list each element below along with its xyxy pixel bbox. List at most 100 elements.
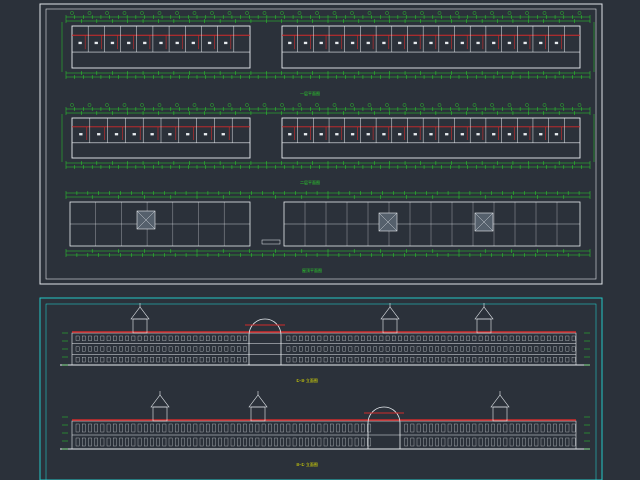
- window: [106, 335, 111, 341]
- window: [193, 346, 198, 352]
- window: [472, 437, 477, 447]
- grid-bubble: [525, 11, 529, 15]
- window: [286, 335, 291, 341]
- window: [199, 423, 204, 433]
- window: [237, 335, 241, 341]
- window: [398, 335, 402, 341]
- grid-bubble: [472, 103, 477, 107]
- grid-bubble: [402, 11, 407, 15]
- window: [82, 335, 86, 341]
- window: [447, 357, 452, 363]
- window: [503, 335, 508, 341]
- window: [224, 335, 229, 341]
- window: [311, 346, 315, 352]
- room-label: [554, 133, 559, 136]
- room-label: [382, 133, 386, 136]
- tower-spire: [474, 306, 494, 320]
- grid-bubble: [507, 103, 512, 107]
- window: [317, 437, 322, 447]
- window: [392, 357, 396, 363]
- window: [342, 335, 346, 341]
- window: [100, 437, 105, 447]
- window: [94, 437, 98, 447]
- window: [94, 335, 98, 341]
- window: [410, 335, 415, 341]
- rear-elevation: [60, 391, 590, 450]
- window: [472, 335, 477, 341]
- window: [323, 423, 328, 433]
- room-label: [224, 41, 228, 45]
- window: [423, 437, 427, 447]
- window: [429, 346, 433, 352]
- gate-roof: [261, 239, 281, 245]
- window: [553, 357, 557, 363]
- window: [237, 423, 241, 433]
- window: [119, 335, 123, 341]
- window: [423, 423, 427, 433]
- window: [336, 423, 340, 433]
- window: [416, 357, 421, 363]
- window: [416, 335, 421, 341]
- window: [212, 437, 216, 447]
- window: [404, 346, 408, 352]
- window: [230, 357, 235, 363]
- room-label: [203, 133, 208, 136]
- window: [385, 357, 390, 363]
- window: [181, 335, 185, 341]
- window: [516, 346, 520, 352]
- window: [311, 357, 315, 363]
- window: [317, 357, 322, 363]
- window: [460, 357, 464, 363]
- window: [88, 357, 92, 363]
- window: [336, 357, 340, 363]
- grid-bubble: [262, 103, 267, 107]
- window: [175, 335, 179, 341]
- window: [528, 437, 532, 447]
- room-label: [539, 41, 543, 45]
- room-label: [126, 41, 131, 45]
- window: [404, 335, 408, 341]
- window: [330, 357, 334, 363]
- window: [82, 423, 86, 433]
- window: [540, 346, 545, 352]
- tower-spire: [490, 394, 510, 408]
- roof-plan-caption: 屋顶平面图: [302, 267, 322, 273]
- grid-bubble: [157, 103, 162, 107]
- window: [547, 346, 551, 352]
- window: [528, 357, 532, 363]
- window: [559, 335, 563, 341]
- grid-bubble: [455, 11, 459, 15]
- grid-bubble: [87, 103, 92, 107]
- window: [150, 357, 154, 363]
- window: [82, 346, 86, 352]
- room-label: [143, 41, 147, 45]
- window: [113, 423, 117, 433]
- room-label: [460, 41, 465, 45]
- window: [305, 335, 309, 341]
- window: [416, 346, 421, 352]
- window: [113, 437, 117, 447]
- grid-bubble: [245, 103, 249, 107]
- window: [540, 335, 545, 341]
- window: [491, 423, 495, 433]
- grid-bubble: [262, 11, 267, 15]
- window: [181, 357, 185, 363]
- window: [218, 335, 222, 341]
- grid-bubble: [175, 103, 179, 107]
- window: [398, 346, 402, 352]
- room-label: [523, 41, 527, 45]
- window: [441, 335, 446, 341]
- room-label: [429, 133, 433, 136]
- grid-bubble: [297, 11, 302, 15]
- window: [330, 346, 334, 352]
- window: [125, 346, 129, 352]
- window: [144, 346, 148, 352]
- window: [106, 437, 111, 447]
- room-label: [554, 41, 559, 45]
- room-label: [335, 41, 339, 45]
- window: [100, 335, 105, 341]
- window: [348, 357, 353, 363]
- window: [199, 335, 204, 341]
- window: [516, 357, 520, 363]
- window: [571, 346, 576, 352]
